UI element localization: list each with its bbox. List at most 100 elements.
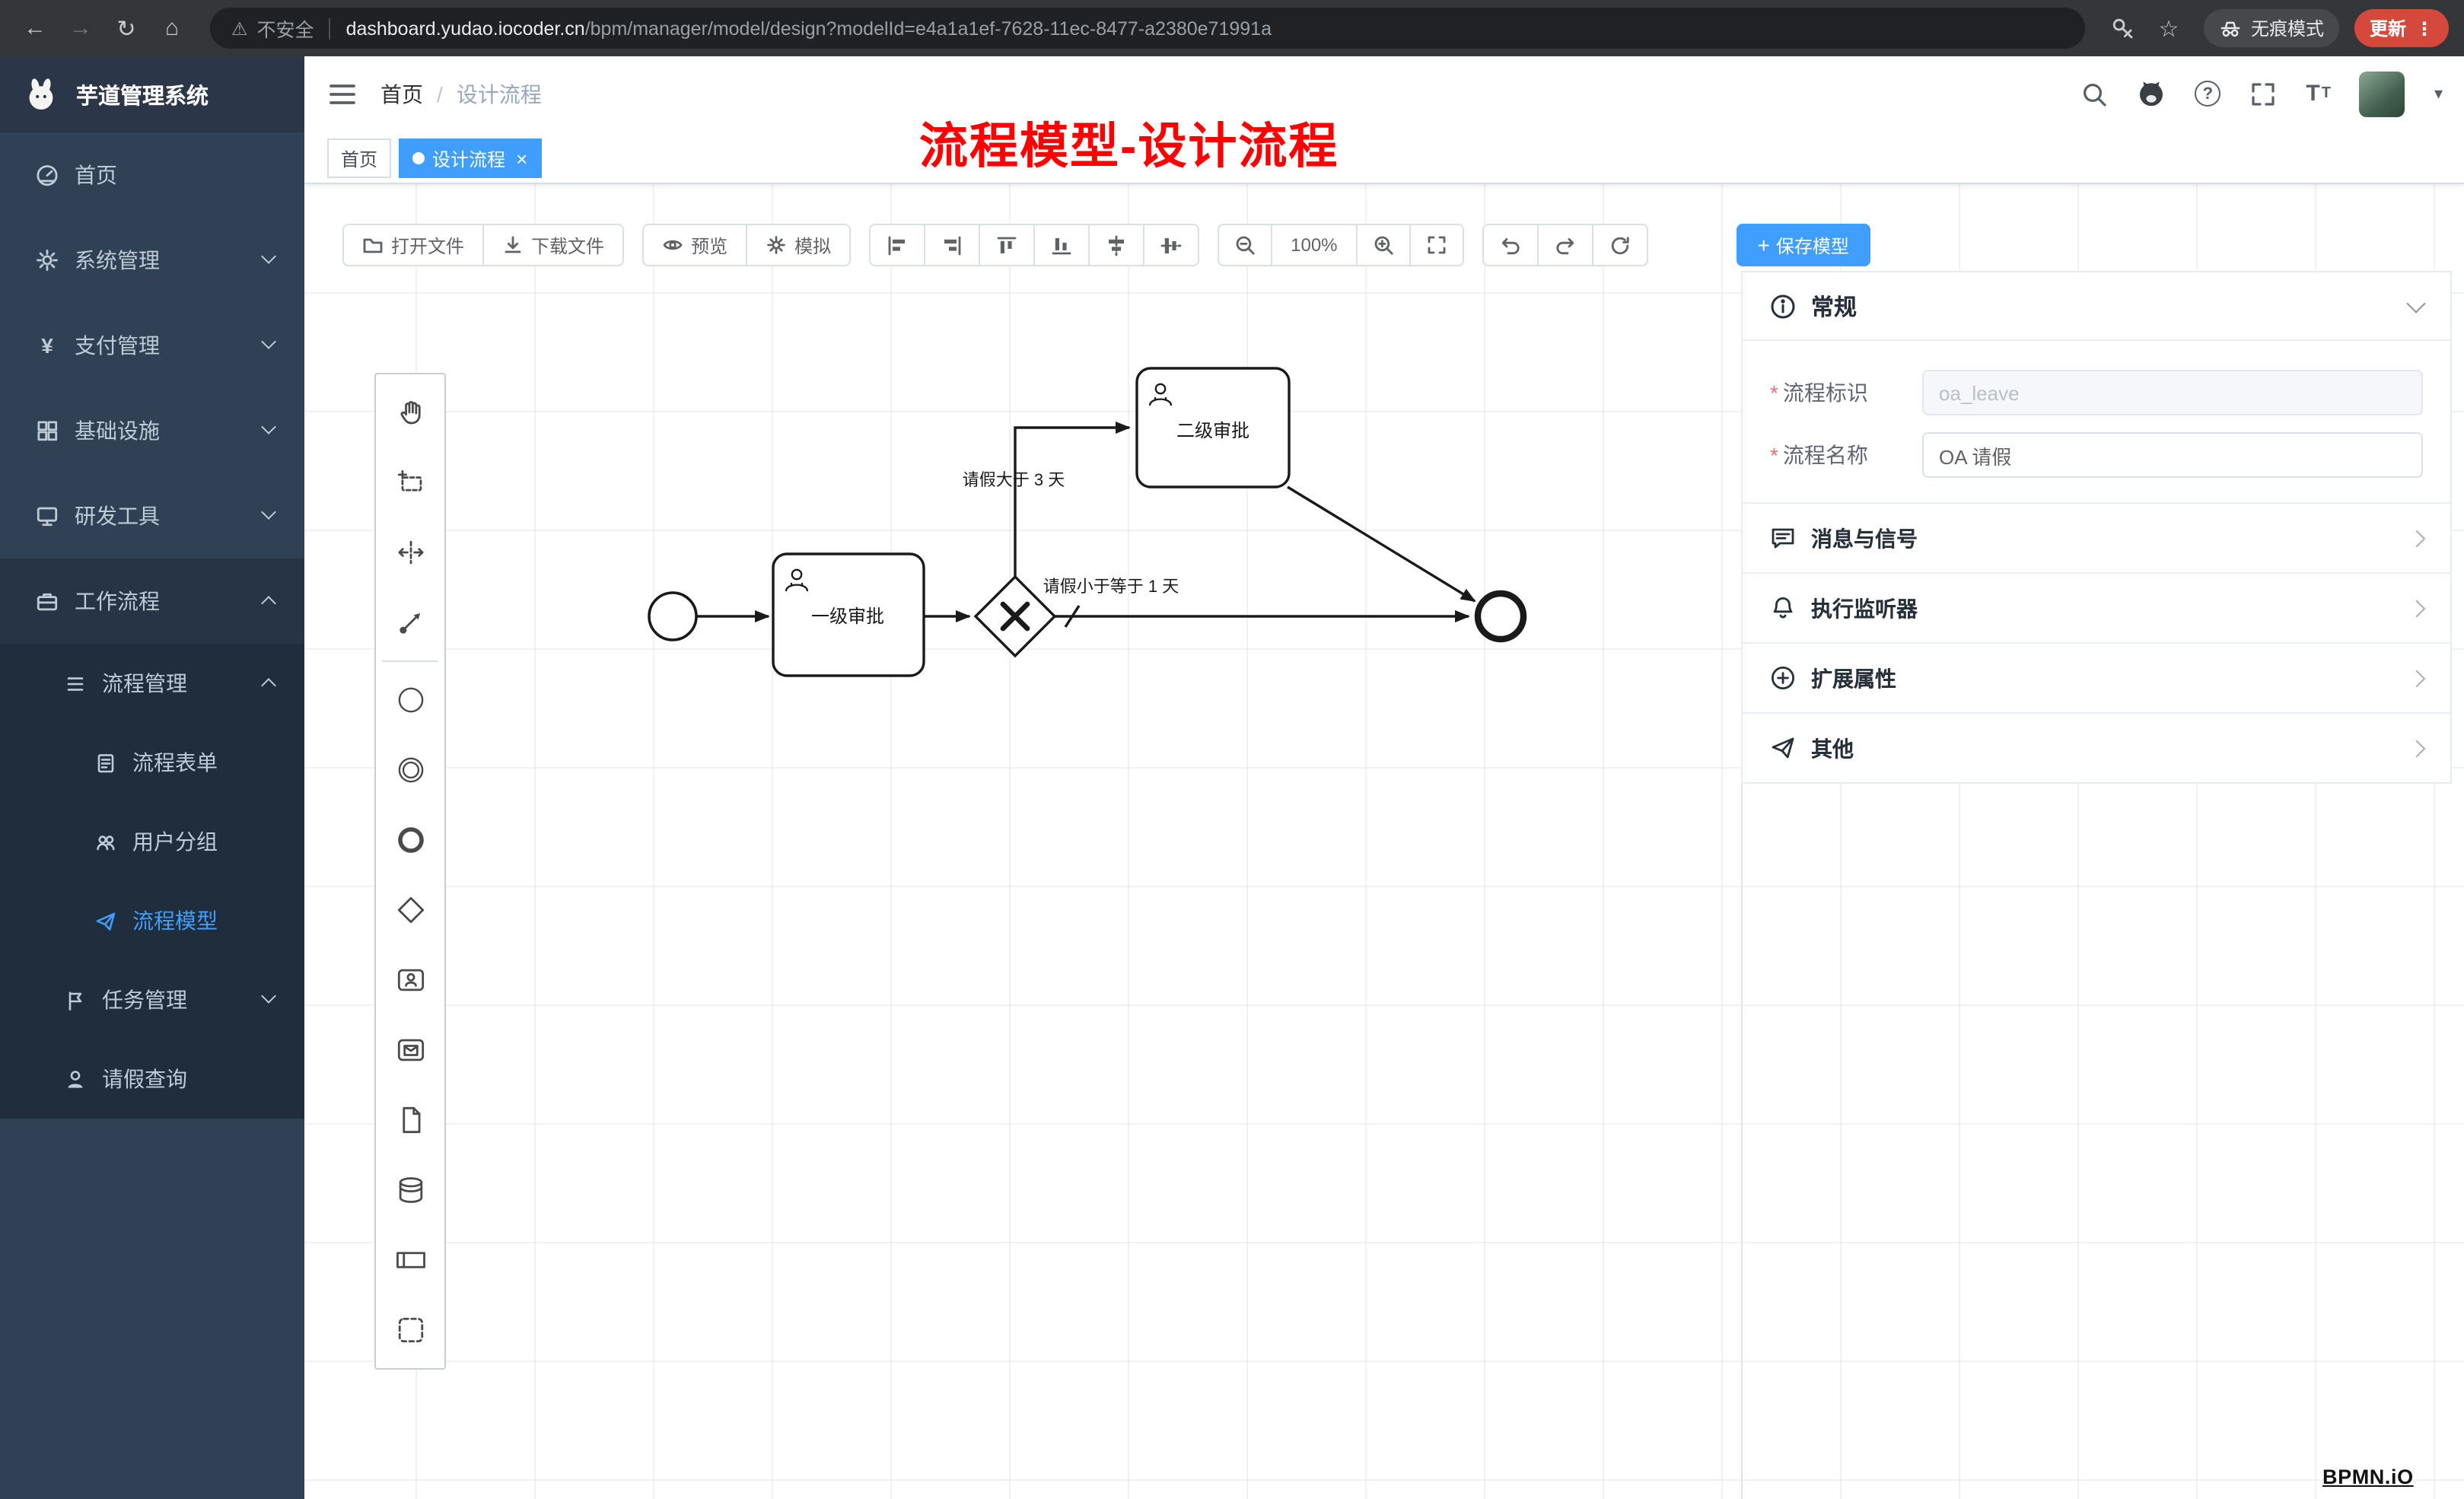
sidebar-item-devtools[interactable]: 研发工具	[0, 473, 304, 559]
chevron-down-icon	[261, 988, 276, 1004]
sidebar-item-process-model[interactable]: 流程模型	[0, 881, 304, 960]
zoom-level-button[interactable]: 100%	[1271, 224, 1358, 266]
address-bar[interactable]: ⚠ 不安全 dashboard.yudao.iocoder.cn /bpm/ma…	[210, 8, 2085, 49]
palette-divider	[382, 660, 438, 662]
create-user-task[interactable]	[376, 945, 444, 1015]
create-start-event[interactable]	[376, 665, 444, 735]
fullscreen-icon[interactable]	[2249, 80, 2277, 107]
sidebar-item-label: 系统管理	[75, 248, 160, 272]
sidebar-toggle-icon[interactable]	[329, 81, 356, 106]
start-event[interactable]	[648, 591, 698, 641]
align-middle-button[interactable]	[1143, 224, 1200, 266]
bpmn-io-watermark[interactable]: BPMN.iO	[2322, 1466, 2414, 1488]
zoom-in-button[interactable]	[1355, 224, 1411, 266]
refresh-icon	[1611, 236, 1629, 254]
tab-design-process[interactable]: 设计流程 ×	[399, 138, 542, 178]
breadcrumb-separator: /	[437, 81, 443, 106]
sidebar-item-workflow[interactable]: 工作流程	[0, 559, 304, 644]
section-execution-listener[interactable]: 执行监听器	[1743, 572, 2450, 642]
exclusive-gateway[interactable]	[973, 574, 1057, 658]
sidebar-item-label: 基础设施	[75, 419, 160, 443]
end-event[interactable]	[1474, 590, 1527, 643]
tab-label: 首页	[341, 148, 378, 170]
browser-menu-dots-icon[interactable]: ⋮	[2415, 18, 2434, 39]
flow-task2-to-end[interactable]	[1287, 485, 1476, 603]
chevron-down-icon	[2406, 293, 2426, 313]
sidebar-item-process-management[interactable]: 流程管理	[0, 644, 304, 723]
zoom-out-button[interactable]	[1218, 224, 1273, 266]
flow-gateway-to-task2[interactable]	[1014, 422, 1131, 577]
eye-icon	[663, 240, 683, 250]
data-store-icon	[398, 1177, 422, 1203]
search-icon[interactable]	[2080, 80, 2108, 107]
help-icon[interactable]: ?	[2195, 81, 2221, 107]
create-group[interactable]	[376, 1295, 444, 1365]
create-receive-task[interactable]	[376, 1015, 444, 1085]
tab-home[interactable]: 首页	[327, 138, 392, 178]
align-top-button[interactable]	[979, 224, 1036, 266]
general-section-header[interactable]: 常规	[1743, 272, 2450, 341]
avatar-caret-down-icon[interactable]: ▾	[2434, 85, 2443, 103]
key-icon[interactable]	[2103, 8, 2143, 48]
reset-zoom-button[interactable]	[1409, 224, 1464, 266]
sidebar-item-process-form[interactable]: 流程表单	[0, 723, 304, 802]
create-intermediate-event[interactable]	[376, 735, 444, 805]
process-name-input[interactable]	[1922, 432, 2423, 478]
align-left-button[interactable]	[869, 224, 926, 266]
monitor-icon	[33, 502, 61, 530]
github-icon[interactable]	[2137, 79, 2166, 108]
simulate-button[interactable]: 模拟	[746, 224, 852, 266]
create-participant[interactable]	[376, 1225, 444, 1295]
task-level2-approval[interactable]: 二级审批	[1135, 367, 1291, 489]
sidebar-item-payment[interactable]: ¥ 支付管理	[0, 303, 304, 388]
bpmn-designer-canvas[interactable]: 打开文件 下载文件 预览 模拟	[304, 184, 2464, 1499]
sidebar-item-task-management[interactable]: 任务管理	[0, 960, 304, 1039]
global-connect-tool[interactable]	[376, 587, 444, 657]
save-model-button[interactable]: + 保存模型	[1736, 224, 1870, 266]
sidebar-item-label: 流程模型	[132, 909, 218, 933]
tab-close-icon[interactable]: ×	[516, 147, 528, 170]
download-file-button[interactable]: 下载文件	[482, 224, 625, 266]
section-messages-signals[interactable]: 消息与信号	[1743, 502, 2450, 572]
task-level1-approval[interactable]: 一级审批	[772, 552, 925, 677]
sidebar-item-user-group[interactable]: 用户分组	[0, 802, 304, 881]
browser-reload-icon[interactable]: ↻	[116, 16, 136, 42]
undo-button[interactable]	[1482, 224, 1539, 266]
browser-update-button[interactable]: 更新 ⋮	[2354, 9, 2449, 47]
browser-back-icon[interactable]: ←	[24, 15, 46, 41]
align-bottom-button[interactable]	[1033, 224, 1090, 266]
browser-forward-icon[interactable]: →	[69, 15, 92, 41]
bookmark-star-icon[interactable]: ☆	[2158, 16, 2179, 42]
user-avatar[interactable]	[2359, 71, 2405, 116]
create-data-object[interactable]	[376, 1085, 444, 1155]
open-file-button[interactable]: 打开文件	[342, 224, 485, 266]
sidebar-item-leave-query[interactable]: 请假查询	[0, 1039, 304, 1119]
bpmn-diagram[interactable]: 一级审批 请假大于 3 天 请假小于等于 1 天 二级审批	[304, 184, 2464, 1499]
tab-label: 设计流程	[432, 148, 506, 170]
browser-home-icon[interactable]: ⌂	[164, 15, 180, 41]
app-logo[interactable]: 芋道管理系统	[0, 56, 304, 132]
sidebar-item-infrastructure[interactable]: 基础设施	[0, 388, 304, 473]
space-tool[interactable]	[376, 517, 444, 587]
breadcrumb-home[interactable]: 首页	[380, 81, 423, 106]
hand-tool[interactable]	[376, 377, 444, 447]
sidebar-item-system[interactable]: 系统管理	[0, 218, 304, 303]
incognito-badge[interactable]: 无痕模式	[2203, 9, 2339, 47]
restart-button[interactable]	[1591, 224, 1648, 266]
intermediate-event-icon	[397, 757, 423, 783]
general-fields: * 流程标识 * 流程名称	[1743, 341, 2450, 502]
sidebar-item-home[interactable]: 首页	[0, 132, 304, 218]
section-extended-attributes[interactable]: 扩展属性	[1743, 642, 2450, 712]
align-bottom-icon	[1052, 237, 1071, 254]
align-center-button[interactable]	[1088, 224, 1145, 266]
align-right-button[interactable]	[924, 224, 981, 266]
section-other[interactable]: 其他	[1743, 712, 2450, 782]
lasso-icon	[396, 469, 422, 492]
create-data-store[interactable]	[376, 1155, 444, 1225]
create-exclusive-gateway[interactable]	[376, 875, 444, 945]
redo-button[interactable]	[1536, 224, 1593, 266]
lasso-tool[interactable]	[376, 447, 444, 517]
preview-button[interactable]: 预览	[642, 224, 748, 266]
create-end-event[interactable]	[376, 805, 444, 875]
